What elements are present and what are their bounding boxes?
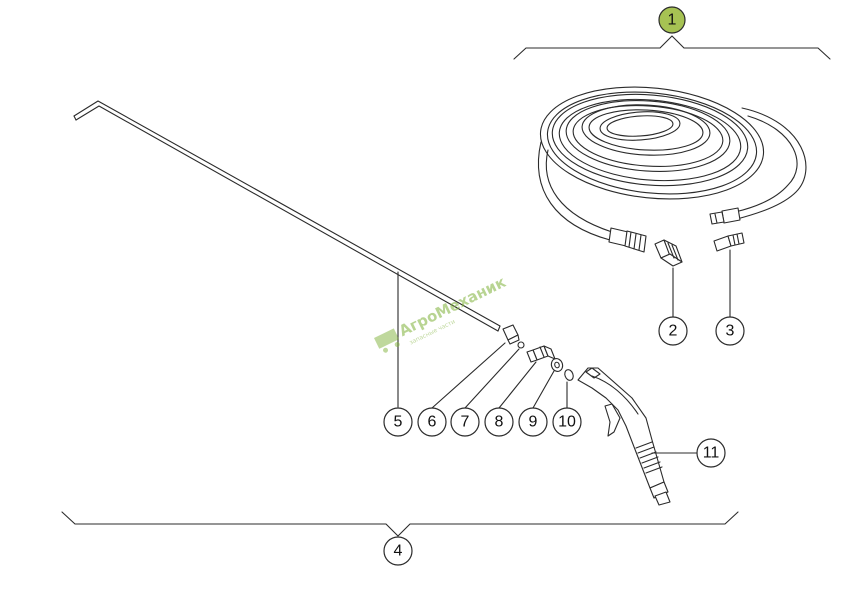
washer-part-9 — [532, 358, 564, 409]
callout-9: 9 — [518, 407, 548, 437]
coupling-part-2 — [654, 239, 683, 318]
svg-text:3: 3 — [726, 323, 735, 340]
svg-text:6: 6 — [428, 414, 437, 431]
bracket-4 — [61, 511, 739, 537]
nipple-part-3 — [713, 232, 745, 318]
adapter-part-8 — [498, 345, 556, 409]
callout-8: 8 — [484, 407, 514, 437]
svg-text:9: 9 — [529, 414, 538, 431]
coiled-hose — [537, 86, 807, 253]
callout-1: 1 — [658, 6, 686, 34]
svg-text:5: 5 — [394, 414, 403, 431]
cart-logo-icon — [374, 328, 400, 353]
callout-2: 2 — [658, 316, 688, 346]
oring-part-10 — [564, 369, 574, 409]
svg-text:4: 4 — [394, 543, 403, 560]
callout-7: 7 — [450, 407, 480, 437]
callout-4: 4 — [383, 536, 413, 566]
callout-11: 11 — [696, 438, 726, 468]
spray-gun-part-11 — [577, 367, 698, 506]
seal-part-7 — [464, 341, 525, 409]
svg-text:10: 10 — [558, 414, 576, 431]
callout-3: 3 — [715, 316, 745, 346]
nut-part-6 — [431, 324, 520, 409]
watermark: АгроМеханик запасные части — [374, 273, 509, 353]
callout-10: 10 — [552, 407, 582, 437]
leader-8 — [498, 361, 537, 409]
leader-9 — [532, 370, 555, 409]
callout-5: 5 — [383, 407, 413, 437]
svg-text:8: 8 — [495, 414, 504, 431]
svg-text:1: 1 — [668, 12, 677, 29]
bracket-1 — [513, 35, 831, 60]
svg-text:2: 2 — [669, 323, 678, 340]
leader-7 — [464, 348, 520, 409]
lance-tube-part-5 — [73, 100, 501, 408]
leader-6 — [431, 342, 506, 409]
svg-text:11: 11 — [703, 445, 720, 462]
callout-6: 6 — [417, 407, 447, 437]
svg-text:7: 7 — [461, 414, 470, 431]
